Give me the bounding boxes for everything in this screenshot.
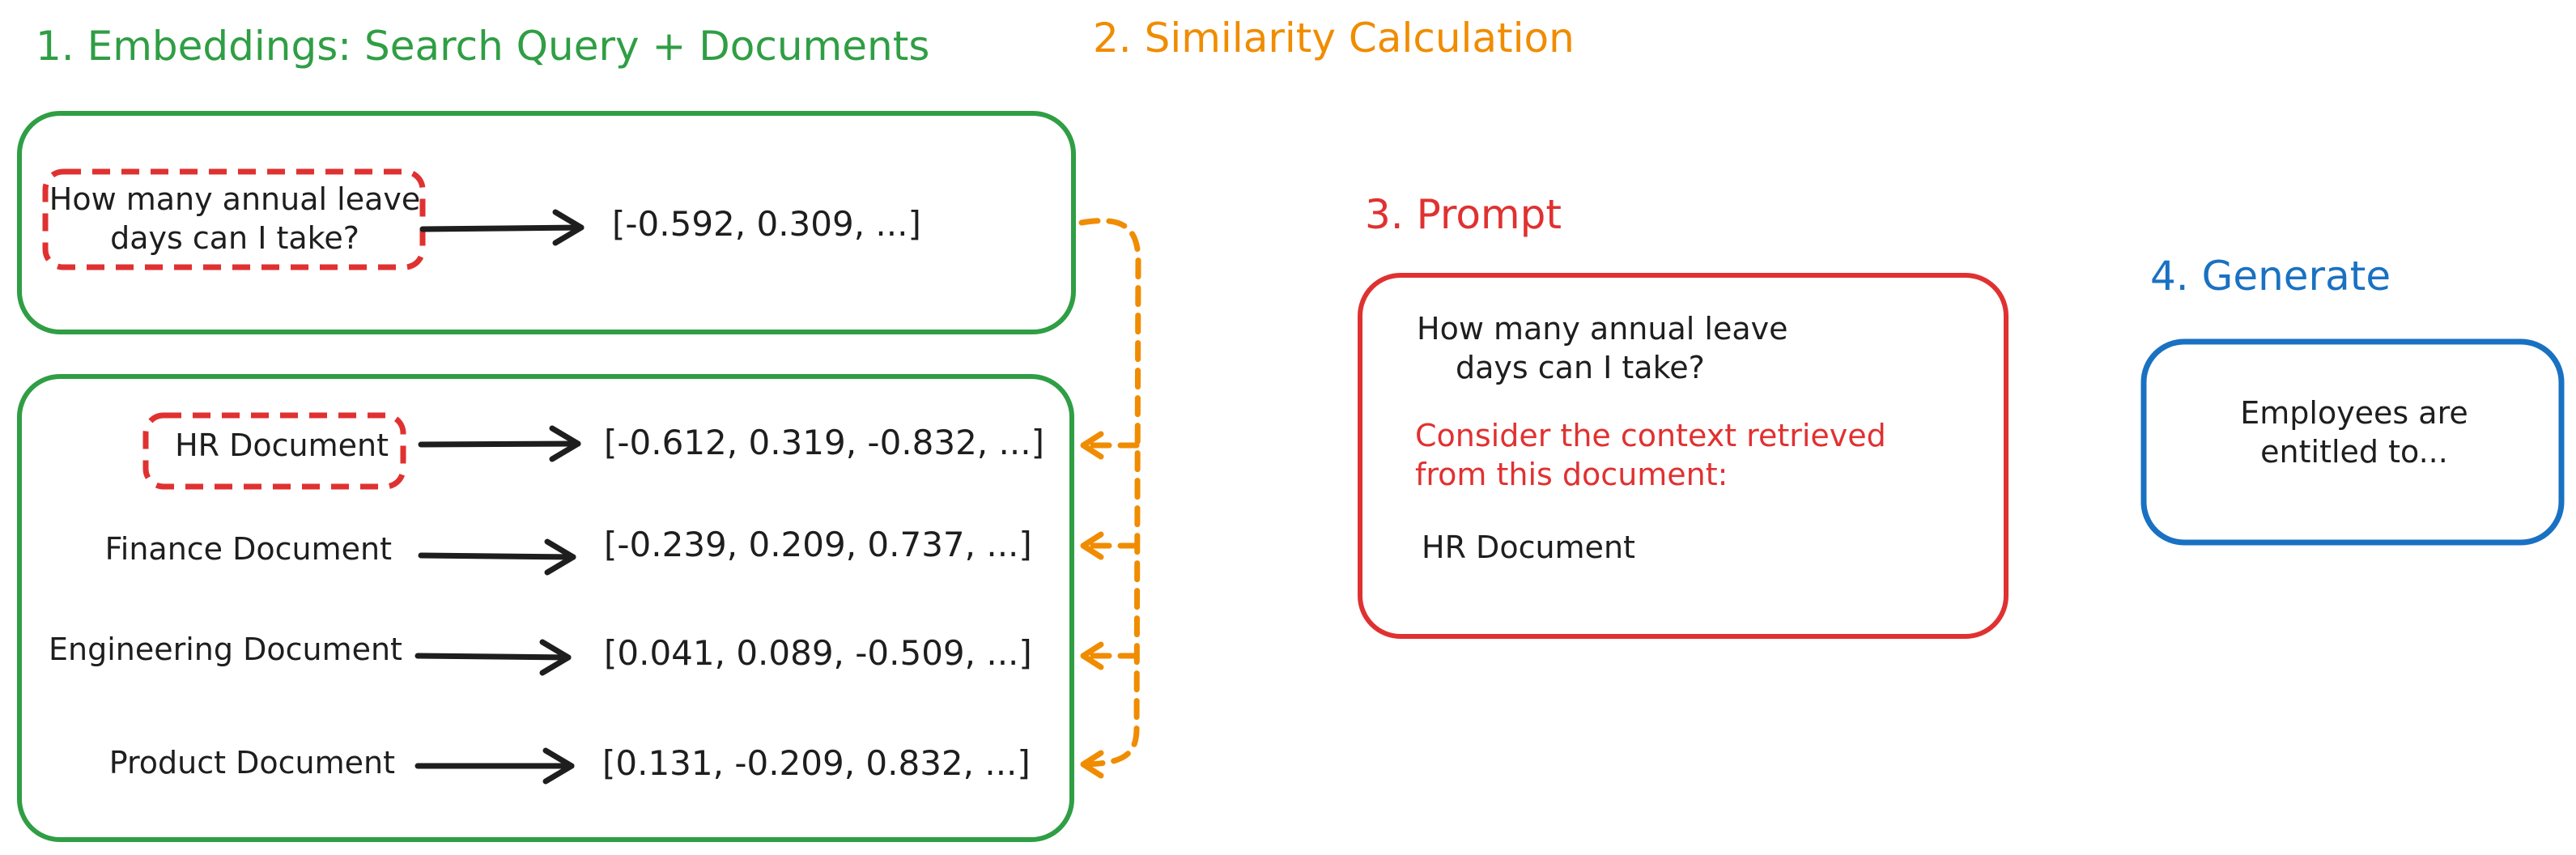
generate-box: [2140, 338, 2565, 546]
document-vector-hr: [-0.612, 0.319, -0.832, ...]: [604, 423, 1044, 462]
query-vector: [-0.592, 0.309, ...]: [612, 204, 921, 244]
similarity-connector: [1078, 218, 1141, 768]
prompt-document: HR Document: [1422, 530, 1635, 565]
document-vector-engineering: [0.041, 0.089, -0.509, ...]: [604, 633, 1032, 673]
heading-embeddings: 1. Embeddings: Search Query + Documents: [36, 23, 930, 70]
document-label-engineering: Engineering Document: [49, 632, 402, 667]
query-box: [17, 111, 1076, 334]
prompt-instruction-line-2: from this document:: [1415, 457, 1728, 492]
prompt-question-line-1: How many annual leave: [1417, 311, 1788, 347]
prompt-question-line-2: days can I take?: [1456, 350, 1705, 385]
generated-answer-line-1: Employees are: [2240, 395, 2468, 431]
document-label-finance: Finance Document: [104, 531, 392, 567]
prompt-instruction: Consider the context retrieved from this…: [1415, 416, 1886, 494]
documents-box: [17, 374, 1074, 842]
generated-answer: Employees are entitled to...: [2153, 393, 2555, 471]
prompt-instruction-line-1: Consider the context retrieved: [1415, 418, 1886, 453]
prompt-question: How many annual leave days can I take?: [1417, 309, 1788, 387]
document-vector-product: [0.131, -0.209, 0.832, ...]: [602, 743, 1031, 783]
prompt-box: [1358, 273, 2009, 639]
generated-answer-line-2: entitled to...: [2260, 434, 2448, 470]
heading-generate: 4. Generate: [2150, 253, 2391, 300]
search-query-line-2: days can I take?: [110, 220, 359, 256]
similarity-arrowheads: [1080, 431, 1104, 779]
engineering-doc-arrow: [414, 639, 572, 676]
product-doc-arrow: [414, 747, 575, 785]
document-vector-finance: [-0.239, 0.209, 0.737, ...]: [604, 525, 1032, 564]
query-to-vector-arrow: [419, 209, 584, 246]
heading-similarity: 2. Similarity Calculation: [1093, 15, 1575, 62]
search-query-line-1: How many annual leave: [49, 181, 421, 217]
hr-document-highlight: [142, 412, 406, 490]
search-query-text: How many annual leave days can I take?: [49, 180, 421, 257]
query-highlight: [42, 168, 426, 270]
document-label-hr: HR Document: [175, 428, 389, 463]
hr-doc-arrow: [418, 425, 581, 462]
finance-doc-arrow: [418, 538, 576, 576]
heading-prompt: 3. Prompt: [1365, 191, 1562, 238]
document-label-product: Product Document: [108, 745, 395, 781]
